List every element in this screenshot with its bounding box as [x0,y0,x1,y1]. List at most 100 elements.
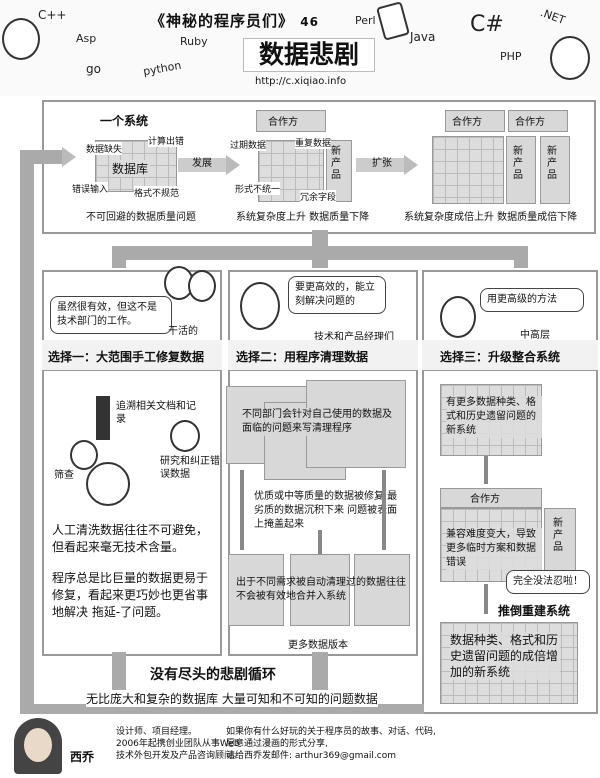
issue-label: 计算出错 [148,134,185,147]
caption-unavoidable: 不可回避的数据质量问题 [86,212,196,223]
caption-multiplied: 系统复杂度成倍上升 数据质量成倍下降 [404,212,578,223]
choice1-para2: 程序总是比巨量的数据更易于修复，看起来更巧妙也更省事地解决 拖延-了问题。 [52,571,209,619]
new-product-box [506,136,536,204]
lang-csharp: C# [470,12,504,37]
issue-label: 数据缺失 [86,142,123,155]
partner-box [445,110,505,132]
flow-connector [112,246,126,268]
partner-label: 合作方 [470,494,500,505]
issue-label: 过期数据 [230,138,267,151]
new-product-label: 新产品 [547,146,557,181]
worker-face-icon [86,462,130,506]
choice3-rebuild: 推倒重建系统 [498,604,571,618]
new-product-label: 新产品 [553,518,563,553]
lang-perl: Perl [355,14,376,27]
programmer-face-icon [2,18,40,60]
worker-face-icon [170,420,200,452]
partner-label: 合作方 [452,117,482,128]
author-bio-line: 技术外包开发及产品咨询顾问。 [116,751,243,761]
database-label: 数据库 [110,160,151,177]
choice1-title-bar [42,340,222,371]
expand-label: 扩张 [372,158,392,169]
choice3-block3: 数据种类、格式和历史遗留问题的成倍增加的新系统 [450,632,560,680]
data-version-card [228,554,284,626]
choice2-footer: 更多数据版本 [288,640,348,651]
data-version-card [354,554,410,626]
choice3-title: 选择三：升级整合系统 [440,350,561,364]
new-product-box [544,508,576,574]
choice3-title-bar [422,340,598,371]
cycle-loop-line [20,150,34,718]
partner-box [440,488,542,508]
author-name: 西乔 [70,750,95,764]
choice3-block1: 有更多数据种类、格式和历史遗留问题的新系统 [446,396,542,438]
new-product-label: 新产品 [331,146,341,181]
site-url: http://c.xiqiao.info [255,76,347,87]
choice3-bubble: 用更高级的方法 [480,288,584,312]
choice2-bottom-text: 出于不同需求被自动清理过的数据往往不会被有效地合并入系统 [236,577,406,602]
author-face [24,728,52,762]
lang-php: PHP [500,50,522,63]
choice1-label-fix: 研究和纠正错误数据 [160,456,220,480]
choice3-speaker: 中高层 [520,330,550,341]
author-bio-line: 2006年起携创业团队从事Web [116,739,240,749]
choice1-label-trace: 追溯相关文档和记录 [116,401,196,425]
issue-label: 冗余字段 [300,190,337,203]
contact-line: 愿意通过漫画的形式分享, [226,739,328,749]
main-title: 数据悲剧 [243,38,375,72]
flow-connector [312,246,328,268]
choice1-title: 选择一：大范围手工修复数据 [48,350,205,364]
lang-go: go [86,62,101,76]
develop-arrow [178,158,228,172]
choice2-speaker: 技术和产品经理们 [314,332,394,343]
choice2-card-text: 不同部门会针对自己使用的数据及面临的问题来写清理程序 [242,408,394,436]
lang-cpp: C++ [38,8,67,22]
flow-arrow [240,470,244,550]
worker-face-icon [188,270,216,302]
lang-ruby: Ruby [180,35,208,48]
develop-label: 发展 [192,158,212,169]
issue-label: 错误输入 [72,182,109,195]
expand-arrow [356,158,406,172]
partner-label: 合作方 [268,117,298,128]
choice2-title-bar [228,340,418,371]
lang-asp: Asp [76,32,97,45]
choice3-exclaim: 完全没法忍啦！ [506,570,590,594]
contact-email[interactable]: 请给西乔发邮件: arthur369@gmail.com [226,751,397,761]
flow-arrow [484,456,488,484]
author-contact: 如果你有什么好玩的关于程序员的故事、对话、代码, 愿意通过漫画的形式分享, 请给… [226,726,436,762]
choice1-label-screen: 筛查 [54,470,74,481]
partner-box [508,110,568,132]
manager-face-icon [240,282,280,330]
contact-line: 如果你有什么好玩的关于程序员的故事、对话、代码, [226,727,436,737]
new-product-label: 新产品 [513,146,523,181]
choice1-para1: 人工清洗数据往往不可避免，但看起来毫无技术含量。 [52,523,209,554]
arrow-head-icon [226,155,240,175]
issue-label: 重复数据 [295,136,332,149]
flow-arrow [318,530,322,560]
lang-java: Java [410,30,436,44]
flow-connector [514,246,528,268]
system-label: 一个系统 [100,114,149,128]
partner-label: 合作方 [515,117,545,128]
database-block [95,140,177,192]
choice2-title: 选择二：用程序清理数据 [236,350,369,364]
flow-connector [312,230,328,250]
worker-face-icon [70,440,98,470]
choice3-block2: 兼容难度变大，导致更多临时方案和数据错误 [446,528,542,570]
choice1-speaker: 干活的 [168,326,198,337]
choice2-bubble: 要更高效的，能立刻解决问题的 [288,276,386,314]
cycle-caption: 无比庞大和复杂的数据库 大量可知和不可知的问题数据 [86,690,378,707]
author-bio-line: 设计师、项目经理。 [116,727,198,737]
issue-label: 格式不规范 [134,186,180,199]
author-bio: 设计师、项目经理。 2006年起携创业团队从事Web 技术外包开发及产品咨询顾问… [116,726,242,762]
monitor-icon [96,396,110,440]
executive-face-icon [440,296,476,338]
footer-area [0,714,600,778]
choice2-middle-text: 优质或中等质量的数据被修复 最劣质的数据沉积下来 问题被表面上掩盖起来 [254,491,398,530]
arrow-head-icon [62,147,76,167]
partner-box [256,110,326,132]
flow-arrow [382,470,386,550]
new-product-box [540,136,570,204]
cycle-loop-line [20,150,64,164]
